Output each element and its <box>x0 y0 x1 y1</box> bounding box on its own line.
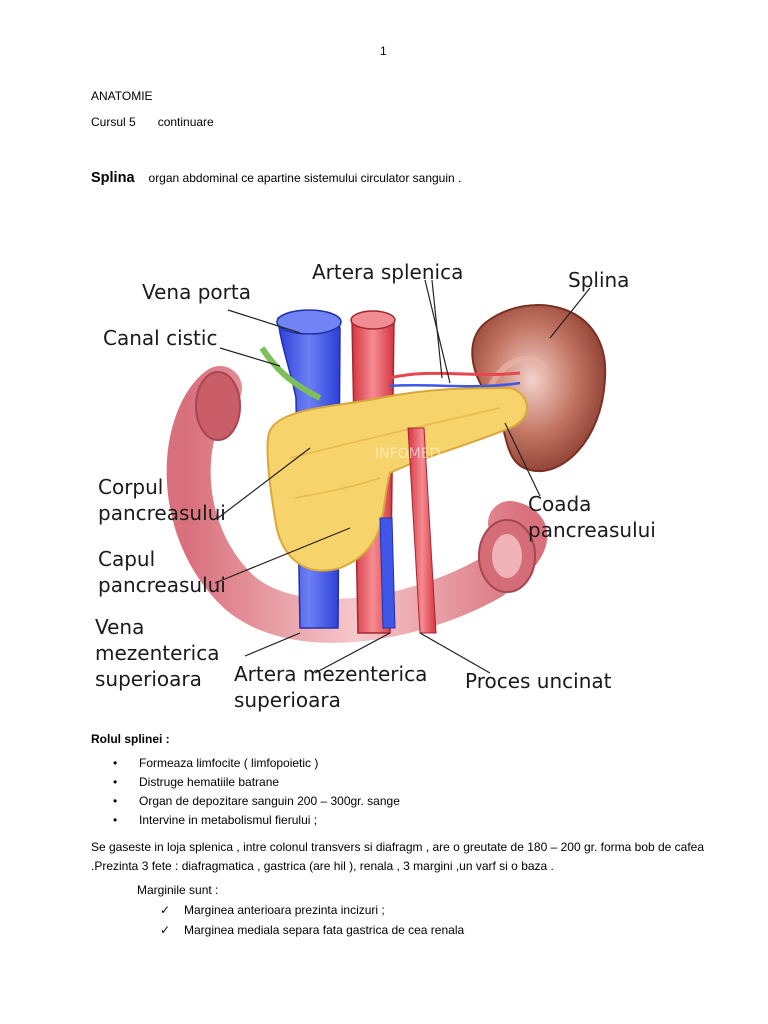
bullet-icon: • <box>113 756 118 770</box>
list-item: • Formeaza limfocite ( limfopoietic ) <box>113 754 400 773</box>
list-item: • Organ de depozitare sanguin 200 – 300gr… <box>113 792 400 811</box>
subject-heading: ANATOMIE <box>91 89 153 103</box>
list-item: • Intervine in metabolismul fierului ; <box>113 811 400 830</box>
label-canal-cistic: Canal cistic <box>103 326 218 350</box>
margins-list: ✓ Marginea anterioara prezinta incizuri ;… <box>160 900 464 940</box>
splenic-vessels <box>389 371 521 380</box>
label-proces: Proces uncinat <box>465 669 612 693</box>
intro-line: Splina organ abdominal ce apartine sistem… <box>91 170 461 186</box>
intro-term: Splina <box>91 170 135 186</box>
pancreas <box>266 386 528 572</box>
label-capul: Capul pancreasului <box>98 547 226 597</box>
duodenum-end-top <box>195 371 241 441</box>
list-item-text: Marginea mediala separa fata gastrica de… <box>184 923 465 937</box>
margins-title: Marginile sunt : <box>137 883 219 897</box>
label-vena-mez: Vena mezenterica superioara <box>95 615 220 691</box>
roles-title: Rolul splinei : <box>91 732 170 746</box>
label-coada: Coada pancreasului <box>528 492 656 542</box>
roles-list: • Formeaza limfocite ( limfopoietic ) • Di… <box>113 754 400 830</box>
course-label: Cursul 5 <box>91 115 136 129</box>
location-paragraph: Se gaseste in loja splenica , intre colo… <box>91 840 705 873</box>
leader-lines <box>214 279 591 674</box>
label-splina: Splina <box>568 268 630 292</box>
list-item-text: Organ de depozitare sanguin 200 – 300gr.… <box>139 794 400 808</box>
intro-definition: organ abdominal ce apartine sistemului c… <box>148 171 462 185</box>
course-note: continuare <box>157 115 214 129</box>
watermark: INFOMED <box>375 446 440 462</box>
bullet-icon: • <box>113 794 118 808</box>
list-item: ✓ Marginea mediala separa fata gastrica d… <box>160 920 464 940</box>
anatomy-illustration: INFOMED <box>166 279 607 674</box>
label-corpul: Corpul pancreasului <box>98 475 226 525</box>
label-artera-mez: Artera mezenterica superioara <box>234 662 428 712</box>
bullet-icon: • <box>113 813 118 827</box>
course-heading: Cursul 5 continuare <box>91 115 214 129</box>
list-item-text: Formeaza limfocite ( limfopoietic ) <box>139 756 319 770</box>
checkmark-icon: ✓ <box>160 923 171 937</box>
sm-vein <box>379 517 396 629</box>
list-item: ✓ Marginea anterioara prezinta incizuri ; <box>160 900 464 920</box>
cystic-duct <box>259 346 322 401</box>
page-number: 1 <box>380 44 387 58</box>
list-item: • Distruge hematiile batrane <box>113 773 400 792</box>
label-artera-splenica: Artera splenica <box>312 260 464 284</box>
spleen-pancreas-figure: INFOMED Vena porta Artera splenica Splin… <box>90 248 690 723</box>
list-item-text: Marginea anterioara prezinta incizuri ; <box>184 903 385 917</box>
label-vena-porta: Vena porta <box>142 280 251 304</box>
bullet-icon: • <box>113 775 118 789</box>
sm-artery <box>407 427 437 634</box>
list-item-text: Distruge hematiile batrane <box>139 775 280 789</box>
checkmark-icon: ✓ <box>160 903 171 917</box>
list-item-text: Intervine in metabolismul fierului ; <box>139 813 318 827</box>
